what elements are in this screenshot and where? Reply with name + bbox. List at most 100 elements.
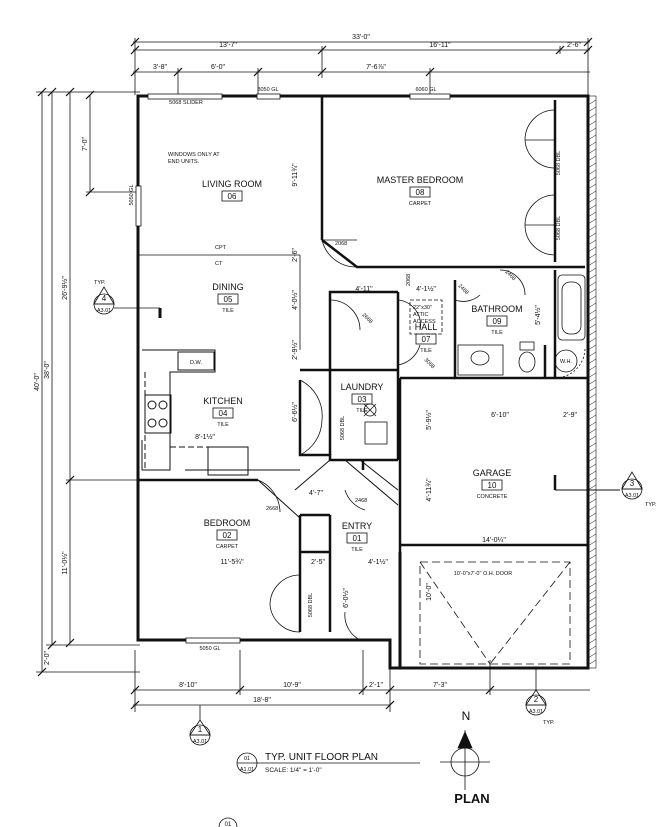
- dim-laundry-v: 6'-6½": [291, 402, 299, 422]
- dim-garage-w2: 2'-9": [563, 412, 577, 419]
- marker-num-1: 1: [198, 725, 203, 734]
- title-name: TYP. UNIT FLOOR PLAN: [265, 752, 378, 763]
- marker-num-4: 4: [102, 294, 107, 303]
- note-door-2068b: 2068: [406, 274, 412, 286]
- title-sheet: A1.01: [240, 767, 254, 773]
- room-finish: TILE: [420, 348, 432, 354]
- room-number: 02: [223, 531, 232, 540]
- room-finish: TILE: [351, 547, 363, 553]
- room-finish: TILE: [491, 330, 503, 336]
- north-label: N: [462, 709, 471, 723]
- note-door-2668b: 2668: [361, 312, 374, 325]
- room-number: 01: [353, 534, 362, 543]
- note-wh: W.H.: [560, 359, 572, 365]
- room-finish: TILE: [222, 308, 234, 314]
- note-slider: 5068 SLIDER: [169, 100, 203, 106]
- note-garage-door: 10'-0"x7'-0" O.H. DOOR: [454, 571, 513, 577]
- dim-hall-w: 4'-11": [355, 286, 373, 293]
- note-cpt: CPT: [215, 245, 227, 251]
- dim-top-overall: 33'-0": [352, 34, 370, 41]
- room-name: DINING: [212, 282, 244, 292]
- room-name: HALL: [415, 322, 438, 332]
- dim-bot-b: 10'-9": [283, 682, 301, 689]
- note-dbl1: 5068 DBL: [556, 151, 562, 175]
- note-door-2468c: 2468: [457, 283, 470, 296]
- marker-sheet-1: A3.01: [193, 739, 207, 745]
- note-attic-1: 22"x30": [413, 305, 432, 311]
- note-dw: D.W.: [190, 360, 202, 366]
- room-number-box: [216, 529, 238, 541]
- room-number-box: [351, 393, 373, 405]
- plan-label: PLAN: [454, 791, 489, 806]
- note-door-2468b: 2468: [504, 269, 517, 282]
- marker-sheet-3: A3.01: [625, 493, 639, 499]
- dim-top-sub3: 7'-6⅞": [366, 64, 386, 71]
- room-finish: TILE: [217, 422, 229, 428]
- dim-living-v: 9'-11¾": [292, 163, 299, 187]
- room-living-room: LIVING ROOM 06: [202, 179, 262, 202]
- room-finish: CONCRETE: [477, 494, 508, 500]
- room-number: 06: [228, 192, 237, 201]
- note-attic-2: ATTIC: [413, 312, 429, 318]
- note-dbl-bed: 5068 DBL: [308, 593, 314, 617]
- room-number-box: [481, 479, 503, 491]
- note-dbl-laundry: 5068 DBL: [340, 416, 346, 440]
- title-scale: SCALE: 1/4" = 1'-0": [265, 767, 322, 774]
- dim-kit-v: 2'-9½": [291, 340, 299, 360]
- dim-garage-total: 14'-0¼": [482, 537, 506, 544]
- dim-top-left: 13'-7": [219, 42, 237, 49]
- dim-garage-v: 5'-9½": [425, 410, 433, 430]
- dim-garage-door-v: 10'-0": [426, 583, 433, 601]
- room-name: GARAGE: [473, 468, 512, 478]
- note-windows-1: WINDOWS ONLY AT: [168, 152, 220, 158]
- dim-lr-gap: 2'-6": [292, 248, 299, 262]
- note-door-2668a: 2668: [266, 506, 278, 512]
- marker-num-2: 2: [534, 695, 539, 704]
- dim-bot-c: 2'-1": [369, 682, 383, 689]
- room-name: ENTRY: [342, 521, 372, 531]
- marker-label-3: TYP.: [645, 502, 657, 508]
- dim-top-sub2: 6'-0": [211, 64, 225, 71]
- marker-label-2: TYP.: [543, 720, 555, 726]
- room-number: 05: [224, 295, 233, 304]
- dim-bedroom-w: 11'-5¾": [220, 559, 244, 566]
- dim-bot-overall: 18'-8": [253, 697, 271, 704]
- dim-garage-w: 6'-10": [491, 412, 509, 419]
- dim-bot-a: 8'-10": [179, 682, 197, 689]
- dim-left-overall: 40'-0": [34, 373, 41, 391]
- room-number-box: [346, 532, 368, 544]
- dim-entry-c: 4'-7": [309, 490, 323, 497]
- dim-entry-b: 4'-1½": [368, 558, 388, 566]
- dim-bath-v: 5'-4½": [534, 305, 542, 325]
- room-number: 04: [219, 409, 228, 418]
- dim-left-e: 2'-0": [44, 651, 51, 665]
- bottom-tag: 01: [225, 822, 232, 827]
- title-num: 01: [244, 756, 250, 762]
- room-finish: TILE: [356, 408, 368, 414]
- dim-left-d: 11'-0½": [61, 551, 69, 575]
- dim-top-mid: 16'-11": [429, 42, 451, 49]
- room-number-box: [212, 407, 234, 419]
- room-number-box: [217, 293, 239, 305]
- room-number: 07: [422, 335, 431, 344]
- room-name: LIVING ROOM: [202, 179, 262, 189]
- room-number-box: [409, 186, 431, 198]
- room-finish: CARPET: [216, 544, 239, 550]
- note-gl-bottom: 5050 GL: [199, 646, 220, 652]
- room-name: LAUNDRY: [341, 382, 384, 392]
- dim-top-sub1: 3'-8": [153, 64, 167, 71]
- dim-garage-v2: 4'-11¾": [426, 478, 433, 502]
- note-windows-2: END UNITS.: [168, 159, 200, 165]
- room-name: BEDROOM: [204, 518, 251, 528]
- note-gl-top1: 3050 GL: [257, 87, 278, 93]
- room-number: 08: [416, 188, 425, 197]
- dim-entry-v: 6'-0½": [342, 588, 350, 608]
